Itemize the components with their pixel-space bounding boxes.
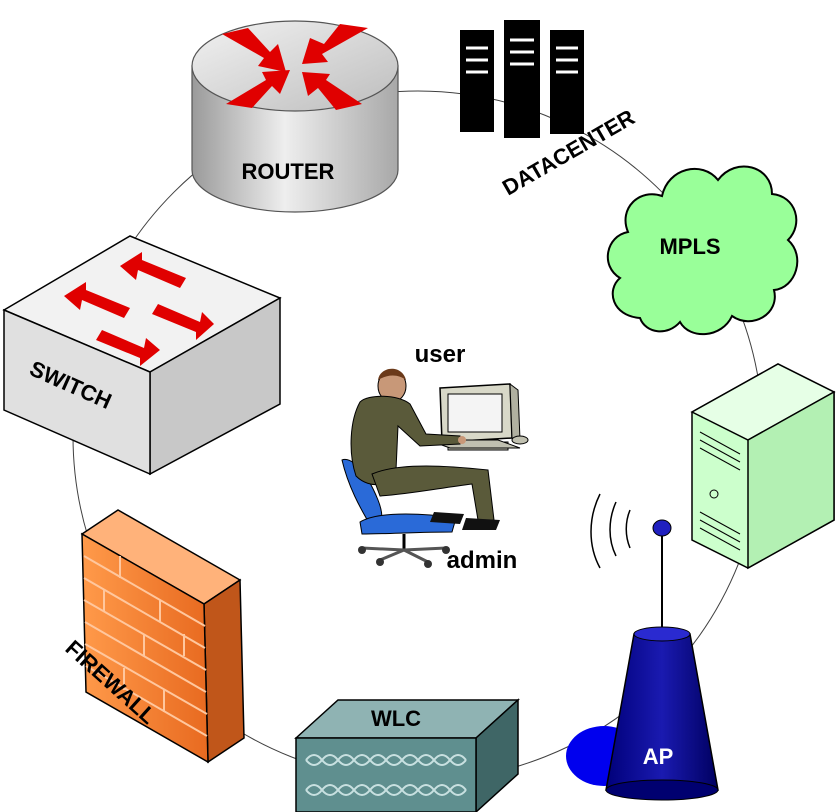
router-icon[interactable]: ROUTER — [192, 21, 398, 212]
mpls-label: MPLS — [659, 234, 720, 259]
wlc-label: WLC — [371, 706, 421, 731]
admin-label: admin — [447, 547, 518, 574]
user-label: user — [415, 341, 466, 368]
wlc-icon[interactable]: WLC — [296, 700, 518, 812]
mpls-cloud-icon[interactable]: MPLS — [608, 166, 797, 334]
router-label: ROUTER — [242, 159, 335, 184]
server-icon[interactable] — [692, 364, 834, 568]
datacenter-icon[interactable]: DATACENTER — [460, 20, 639, 200]
switch-icon[interactable]: SWITCH — [4, 236, 280, 474]
ap-label: AP — [643, 744, 674, 769]
user-workstation-icon: user admin — [342, 341, 528, 574]
firewall-icon[interactable]: FIREWALL — [61, 510, 244, 762]
